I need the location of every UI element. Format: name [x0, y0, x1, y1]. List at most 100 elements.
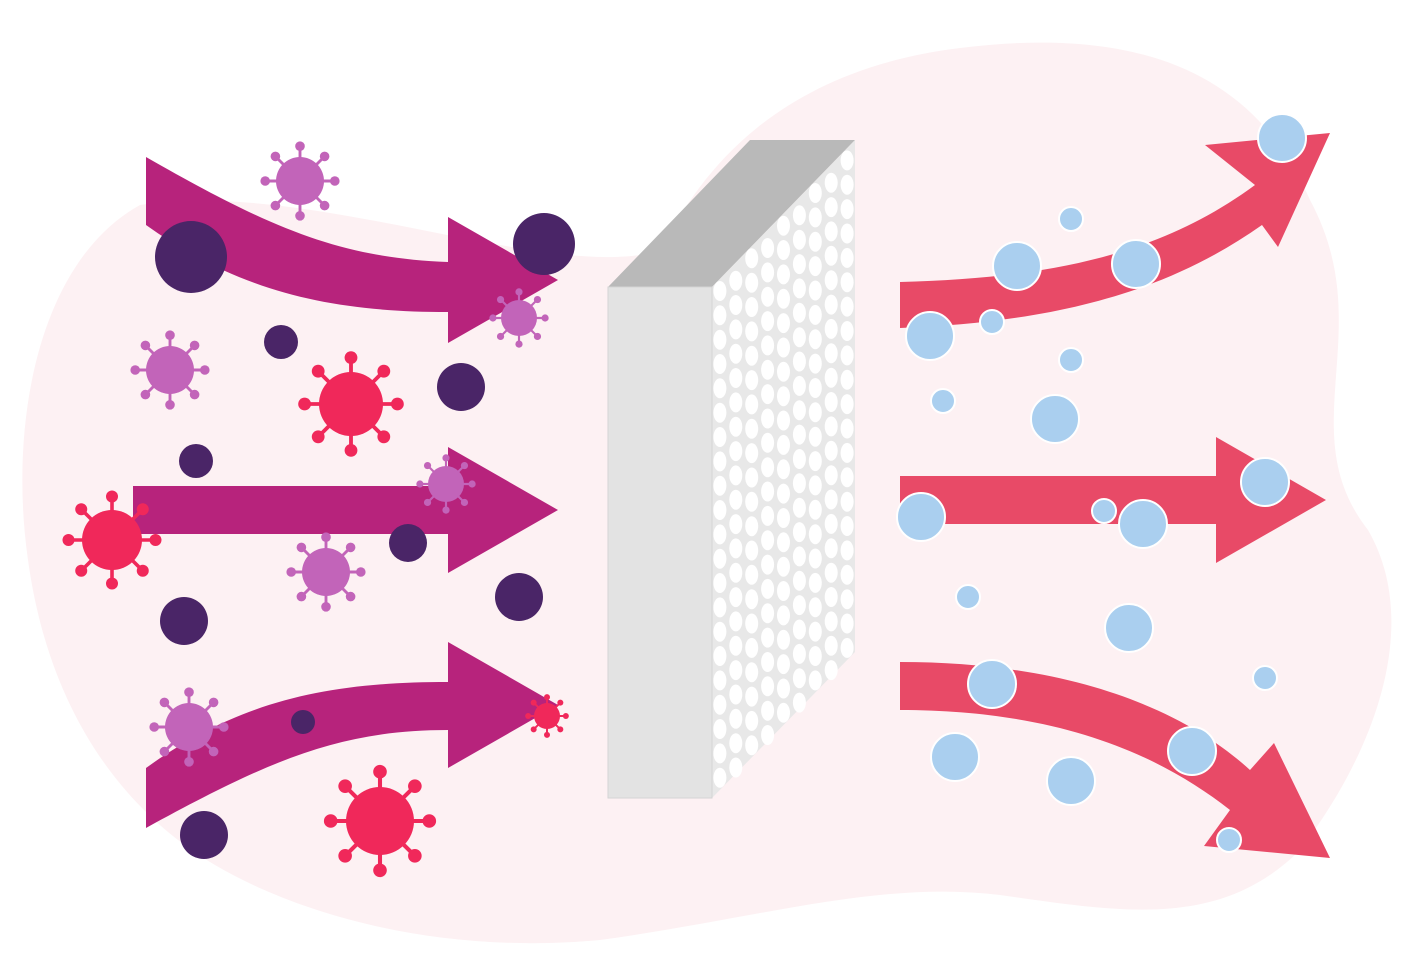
filter-hole: [824, 343, 838, 364]
dark-particle: [495, 573, 543, 621]
filter-hole: [840, 491, 854, 512]
filter-hole: [840, 394, 854, 415]
clean-air-bubble: [955, 584, 981, 610]
virus-icon: [260, 141, 340, 221]
virus-icon: [298, 351, 404, 457]
filter-hole: [777, 678, 790, 699]
filter-hole: [777, 313, 790, 334]
filter-hole: [729, 441, 743, 462]
filter-hole: [761, 262, 775, 283]
filter-hole: [745, 637, 759, 658]
filter-hole: [745, 662, 759, 683]
filter-hole: [777, 459, 790, 480]
filter-hole: [713, 719, 727, 739]
filter-hole: [824, 270, 838, 291]
dark-particle: [437, 363, 485, 411]
filter-hole: [713, 743, 727, 764]
filter-hole: [729, 708, 743, 729]
clean-air-bubble: [1257, 113, 1307, 163]
filter-hole: [777, 702, 790, 723]
filter-hole: [729, 319, 743, 340]
filter-hole: [792, 473, 806, 494]
filter-hole: [824, 416, 838, 437]
filter-hole: [808, 475, 822, 496]
filter-hole: [840, 564, 854, 585]
virus-icon: [130, 330, 210, 410]
filter-hole: [745, 686, 759, 707]
filter-hole: [761, 359, 775, 380]
filter-hole: [808, 183, 822, 203]
virus-icon: [489, 288, 549, 348]
filter-hole: [777, 556, 790, 577]
filter-hole: [777, 410, 790, 431]
filter-hole: [777, 337, 790, 358]
filter-hole: [840, 247, 854, 268]
clean-air-bubble: [896, 492, 946, 542]
filter-hole: [792, 570, 806, 591]
filter-hole: [777, 605, 790, 626]
filter-hole: [824, 440, 838, 461]
filter-hole: [761, 457, 775, 478]
clean-air-bubble: [1091, 498, 1117, 524]
filter-hole: [745, 321, 759, 342]
clean-air-bubble: [1216, 827, 1242, 853]
filter-hole: [713, 475, 727, 496]
filter-hole: [824, 513, 838, 534]
filter-hole: [808, 304, 822, 325]
filter-hole: [729, 392, 743, 413]
filter-hole: [729, 562, 743, 583]
clean-air-bubble: [1111, 239, 1161, 289]
filter-hole: [840, 540, 854, 561]
filter-hole: [808, 670, 822, 691]
filter-hole: [808, 524, 822, 545]
filter-hole: [729, 684, 743, 705]
filter-hole: [713, 500, 727, 520]
dark-particle: [264, 325, 298, 359]
filter-hole: [745, 345, 759, 366]
filter-hole: [729, 465, 743, 486]
filter-hole: [729, 368, 743, 388]
filter-hole: [745, 467, 759, 488]
clean-air-bubble: [1104, 603, 1154, 653]
filter-hole: [808, 353, 822, 374]
clean-air-bubble: [1058, 206, 1084, 232]
filter-hole: [840, 637, 854, 658]
filter-mesh: [713, 150, 854, 788]
filter-hole: [840, 613, 854, 634]
filter-hole: [840, 418, 854, 439]
filter-hole: [745, 394, 759, 415]
filter-hole: [824, 562, 838, 583]
filter-hole: [808, 548, 822, 569]
filter-hole: [808, 451, 822, 472]
filter-panel-icon: [607, 140, 855, 799]
filter-hole: [729, 635, 743, 656]
clean-air-bubble: [1030, 394, 1080, 444]
filter-hole: [745, 272, 759, 293]
clean-air-bubbles: [896, 113, 1307, 853]
filter-hole: [761, 481, 775, 502]
filter-hole: [713, 329, 727, 350]
filter-hole: [792, 302, 806, 323]
filter-hole: [840, 321, 854, 341]
filter-hole: [761, 554, 775, 575]
filter-hole: [729, 538, 743, 559]
filter-hole: [777, 483, 790, 504]
filter-hole: [840, 174, 854, 195]
filter-hole: [824, 587, 838, 607]
filter-hole: [792, 522, 806, 543]
filter-hole: [824, 245, 838, 266]
outgoing-arrow-bottom: [900, 662, 1330, 858]
filter-hole: [792, 449, 806, 469]
filter-hole: [808, 231, 822, 252]
filter-hole: [761, 700, 775, 721]
filter-hole: [761, 603, 775, 624]
filter-hole: [792, 643, 806, 664]
filter-hole: [808, 207, 822, 228]
filter-hole: [777, 240, 790, 260]
filter-hole: [777, 532, 790, 553]
filter-hole: [792, 619, 806, 640]
clean-air-bubble: [1252, 665, 1278, 691]
virus-icon: [149, 687, 229, 767]
virus-icon: [286, 532, 366, 612]
